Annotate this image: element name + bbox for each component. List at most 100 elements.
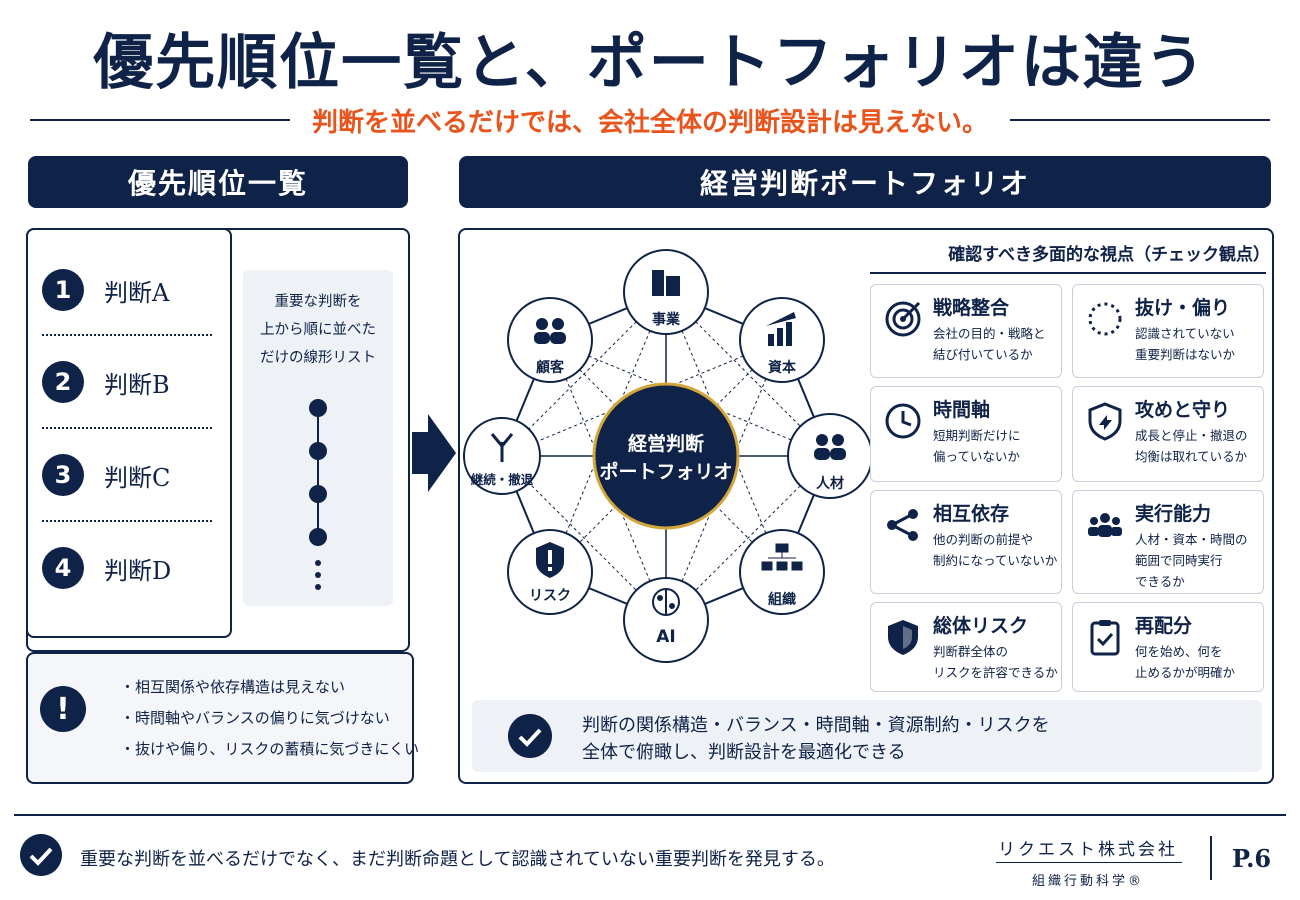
shield-arrow-icon [1088,402,1122,441]
chain-line [317,405,319,535]
node-label: 顧客 [536,359,565,376]
share-icon [887,509,918,541]
card-title: 戦略整合 [933,297,1010,319]
node-capital: 資本 [739,297,825,383]
divider [42,427,212,429]
card-title: 抜け・偏り [1135,297,1231,319]
chain-dot [309,442,327,460]
card-title: 攻めと守り [1135,399,1231,421]
rank-badge: 1 [42,269,84,311]
checkpoint-card: 実行能力 人材・資本・時間の 範囲で同時実行 できるか [1072,490,1264,594]
clipboard-check-icon [1090,620,1120,656]
node-label: リスク [529,588,571,604]
list-item-label: 判断D [104,556,172,585]
checkpoint-card: 抜け・偏り 認識されていない 重要判断はないか [1072,284,1264,378]
list-item: 4 判断D [42,546,171,590]
limitation-item: ・相互関係や依存構造は見えない [120,678,346,696]
note-line: だけの線形リスト [260,350,376,366]
subtitle-rule-left [30,119,290,121]
node-customer: 顧客 [507,297,593,383]
arrow-right-icon [412,414,456,492]
linear-list-note: 重要な判断を 上から順に並べた だけの線形リスト [243,270,393,606]
check-circle-icon [508,714,552,758]
subtitle-rule-right [1010,119,1271,121]
checkpoint-card: 時間軸 短期判断だけに 偏っていないか [870,386,1062,482]
note-text: 重要な判断を 上から順に並べた だけの線形リスト [243,288,393,372]
card-desc: 人材・資本・時間の 範囲で同時実行 できるか [1135,532,1248,589]
clock-icon [885,403,921,439]
result-text: 判断の関係構造・バランス・時間軸・資源制約・リスクを 全体で俯瞰し、判断設計を最… [582,715,1050,763]
node-continue-exit: 継続・撤退 [463,417,541,495]
people-icon [814,434,846,460]
exclamation-icon: ! [40,686,86,732]
chain-dot [309,485,327,503]
checkpoint-card: 戦略整合 会社の目的・戦略と 結び付いているか [870,284,1062,378]
shield-alert-icon [536,542,564,578]
checkpoints-heading: 確認すべき多面的な視点（チェック観点） [948,245,1270,265]
dotted-circle-icon [1088,302,1122,336]
list-item: 3 判断C [42,453,170,497]
node-business: 事業 [623,249,709,335]
card-title: 相互依存 [933,503,1010,525]
list-item-label: 判断B [104,370,170,399]
card-title: 実行能力 [1135,503,1212,525]
card-desc: 判断群全体の リスクを許容できるか [933,644,1058,680]
subtitle: 判断を並べるだけでは、会社全体の判断設計は見えない。 [312,107,989,138]
checkpoint-card: 再配分 何を始め、何を 止めるかが明確か [1072,602,1264,692]
node-label: 事業 [652,311,681,328]
portfolio-panel: 経営判断 ポートフォリオ 事業 資本 人材 組織 AI [458,228,1274,784]
target-icon [885,301,921,337]
company-name: リクエスト株式会社 [998,840,1178,860]
checkpoint-card: 相互依存 他の判断の前提や 制約になっていないか [870,490,1062,594]
chain-dot [309,399,327,417]
list-item-label: 判断A [104,278,170,307]
checkpoint-card: 総体リスク 判断群全体の リスクを許容できるか [870,602,1062,692]
node-talent: 人材 [787,413,873,499]
building-icon [652,270,680,296]
list-item: 2 判断B [42,360,170,404]
card-title: 時間軸 [933,399,991,421]
list-item-label: 判断C [104,463,171,492]
page-title: 優先順位一覧と、ポートフォリオは違う [93,28,1207,98]
ai-brain-icon [652,588,680,616]
node-risk: リスク [507,529,593,615]
team-icon [1088,513,1122,537]
shield-icon [888,620,918,655]
center-label-1: 経営判断 [628,432,704,455]
org-chart-icon [761,543,803,571]
chain-dot [309,528,327,546]
footer-divider [1210,836,1212,880]
portfolio-banner: 経営判断ポートフォリオ [459,156,1271,208]
branch-arrows-icon [490,433,514,462]
limitation-item: ・時間軸やバランスの偏りに気づけない [120,709,390,727]
page-number: P.6 [1232,844,1272,873]
note-line: 重要な判断を [274,294,362,310]
node-label: AI [656,627,675,647]
checkpoint-card: 攻めと守り 成長と停止・撤退の 均衡は取れているか [1072,386,1264,482]
card-title: 再配分 [1135,615,1193,637]
card-desc: 会社の目的・戦略と 結び付いているか [933,326,1046,362]
limitations-panel: ! ・相互関係や依存構造は見えない ・時間軸やバランスの偏りに気づけない ・抜け… [26,652,419,784]
priority-list-banner: 優先順位一覧 [28,156,408,208]
center-label-2: ポートフォリオ [599,460,732,483]
ellipsis-dot [315,572,321,578]
note-line: 上から順に並べた [260,322,376,338]
growth-chart-icon [766,312,796,346]
center-hub [592,382,740,530]
node-label: 継続・撤退 [471,472,534,487]
list-item: 1 判断A [42,268,169,312]
department-name: 組織行動科学® [1031,874,1144,889]
rank-badge: 3 [42,454,84,496]
card-desc: 何を始め、何を 止めるかが明確か [1135,644,1236,680]
node-label: 組織 [768,591,796,608]
check-circle-icon [20,834,62,876]
result-banner: 判断の関係構造・バランス・時間軸・資源制約・リスクを 全体で俯瞰し、判断設計を最… [472,700,1262,772]
card-desc: 成長と停止・撤退の 均衡は取れているか [1135,428,1248,464]
footer-message: 重要な判断を並べるだけでなく、まだ判断命題として認識されていない重要判断を発見す… [80,849,835,870]
company-rule [996,862,1182,863]
node-label: 資本 [768,359,797,376]
limitations-list: ・相互関係や依存構造は見えない ・時間軸やバランスの偏りに気づけない ・抜けや偏… [120,672,419,765]
portfolio-diagram: 経営判断 ポートフォリオ 事業 資本 人材 組織 AI [463,249,873,663]
rank-badge: 4 [42,547,84,589]
divider [42,334,212,336]
